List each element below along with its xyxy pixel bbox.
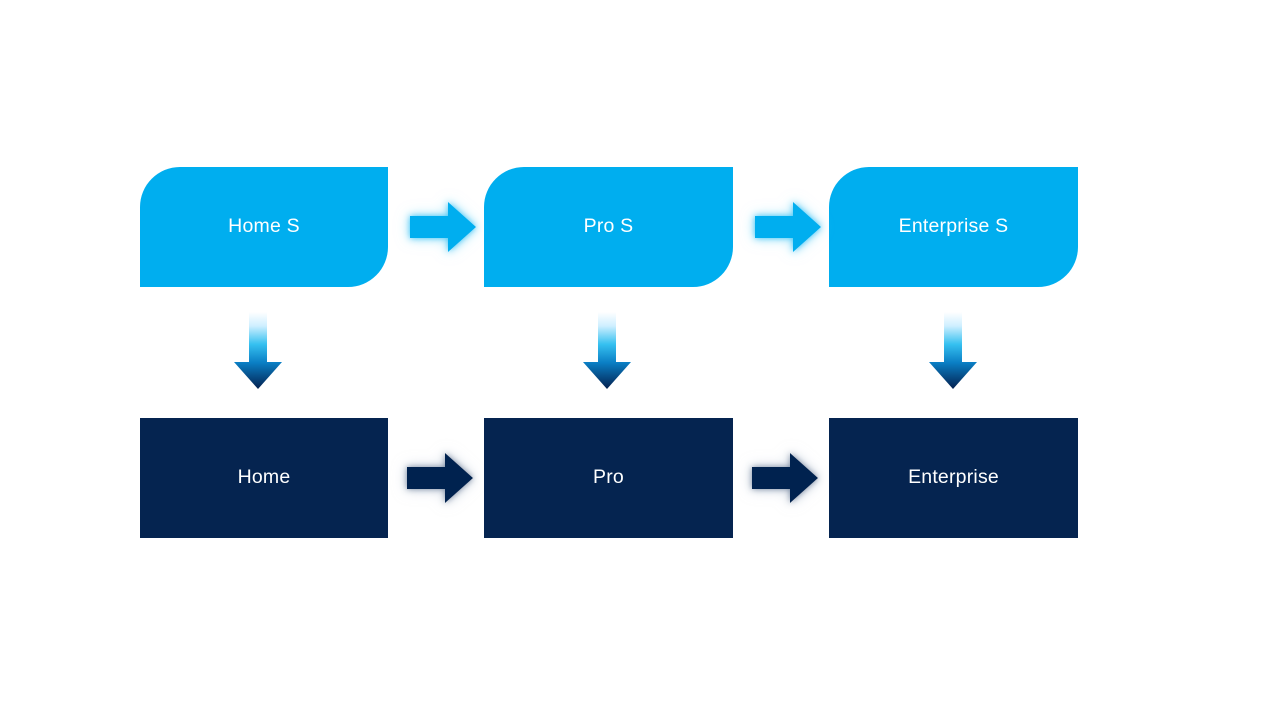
node-enterprise-label: Enterprise [908, 465, 999, 488]
arrow-down-icon-pro-s-to-pro [581, 312, 633, 390]
node-pro-s-label: Pro S [583, 214, 634, 237]
arrow-down-icon-enterprise-s-to-enterprise [927, 312, 979, 390]
node-enterprise-s[interactable]: Enterprise S [829, 167, 1078, 287]
node-home-label: Home [237, 465, 291, 488]
node-enterprise[interactable]: Enterprise [829, 418, 1078, 538]
node-pro-label: Pro [593, 465, 624, 488]
arrow-right-icon-pro-to-enterprise [750, 449, 820, 507]
arrow-right-icon-home-to-pro [405, 449, 475, 507]
node-home[interactable]: Home [140, 418, 388, 538]
node-enterprise-s-label: Enterprise S [898, 214, 1009, 237]
node-home-s[interactable]: Home S [140, 167, 388, 287]
node-pro[interactable]: Pro [484, 418, 733, 538]
node-home-s-label: Home S [228, 214, 300, 237]
arrow-down-icon-home-s-to-home [232, 312, 284, 390]
node-pro-s[interactable]: Pro S [484, 167, 733, 287]
arrow-right-icon-pro-s-to-enterprise-s [753, 198, 823, 256]
arrow-right-icon-home-s-to-pro-s [408, 198, 478, 256]
